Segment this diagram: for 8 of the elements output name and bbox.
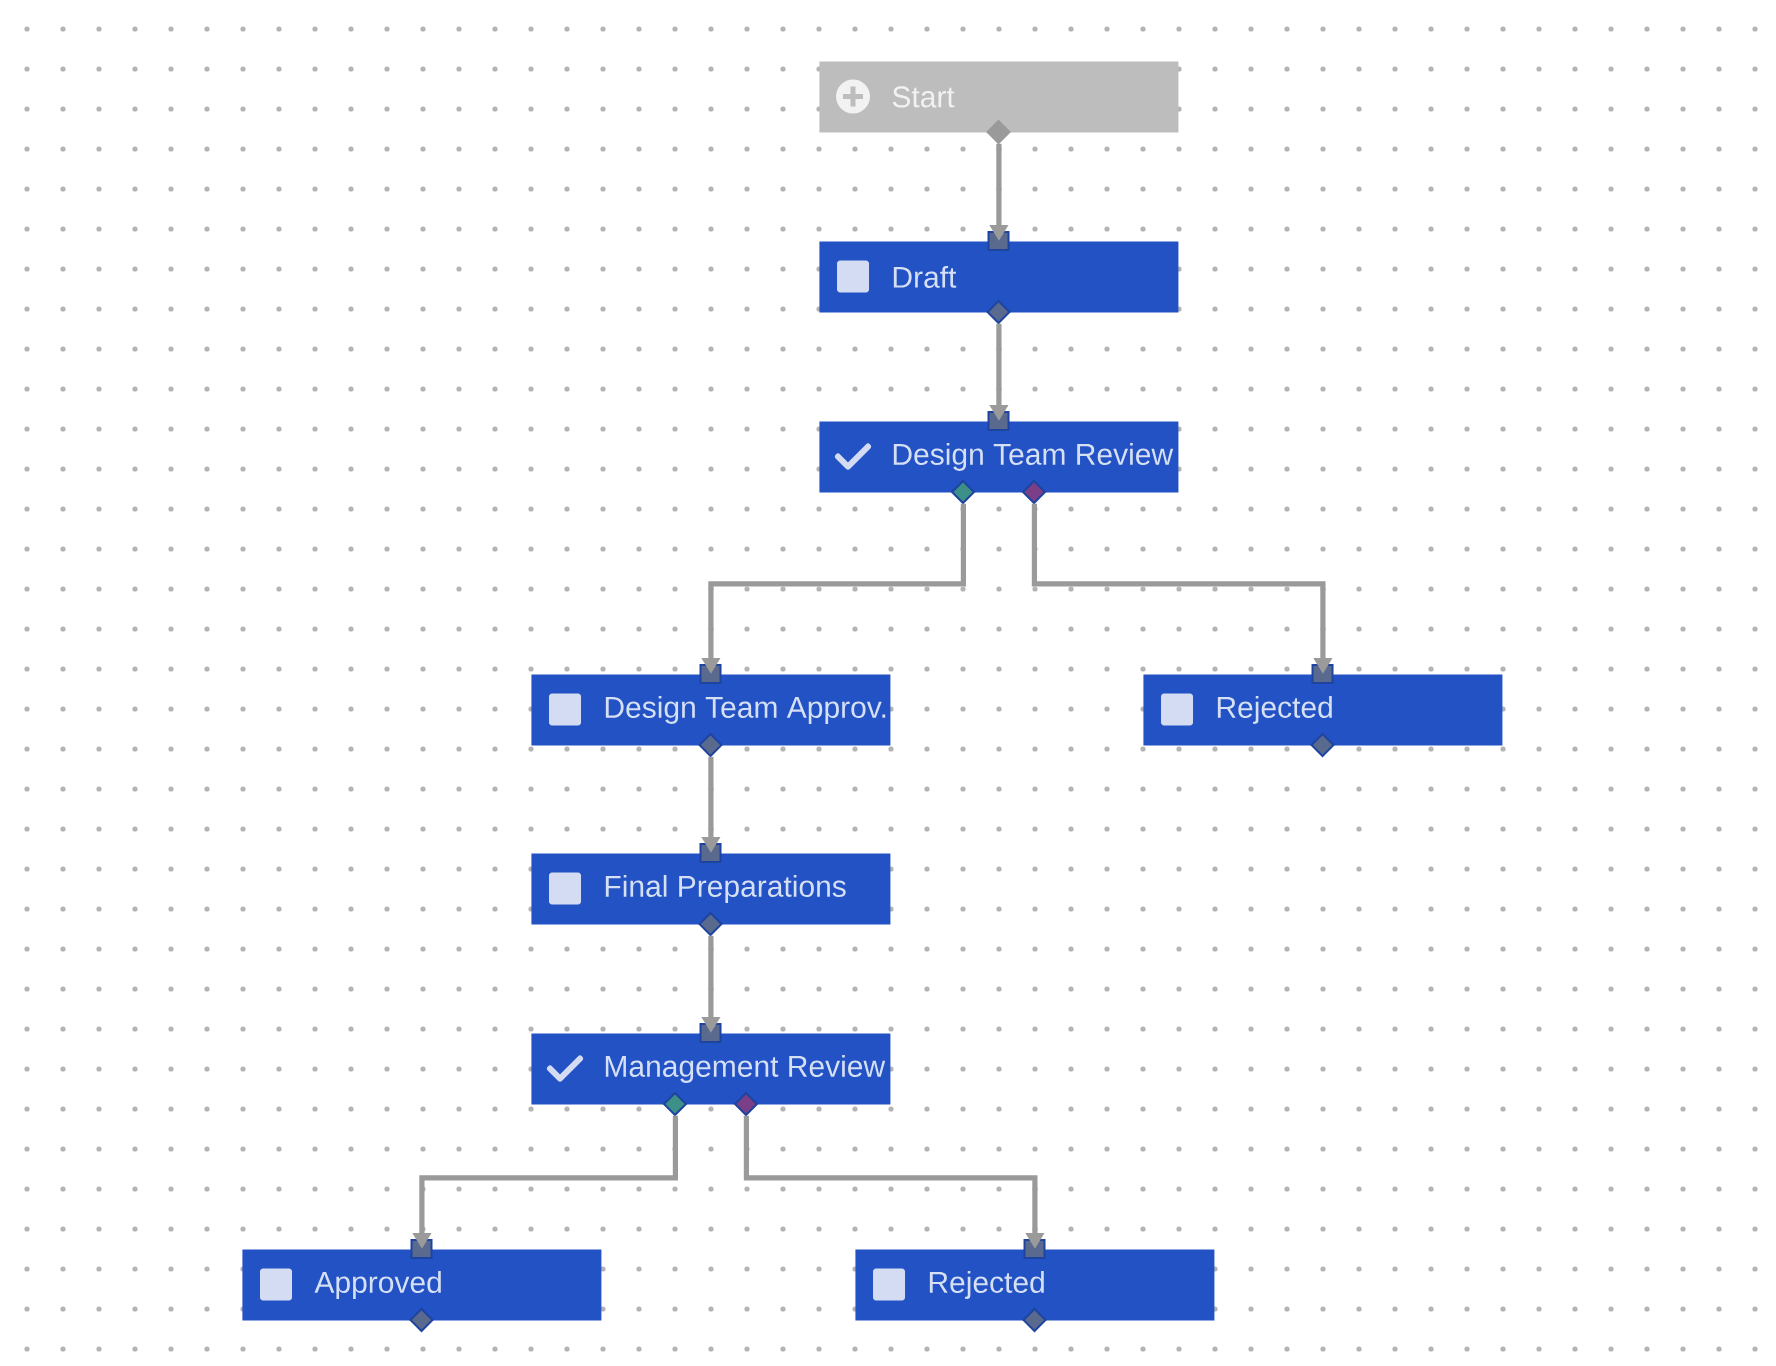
task-box: Design Team Approv. bbox=[531, 664, 891, 758]
task-box: Design Team Review bbox=[819, 411, 1179, 505]
task-box: Rejected bbox=[1143, 664, 1503, 758]
task-box: Rejected bbox=[855, 1239, 1215, 1333]
task-box: Draft bbox=[819, 231, 1179, 325]
task-box: Final Preparations bbox=[531, 843, 891, 937]
task-box: Management Review bbox=[531, 1023, 891, 1117]
task-box: Approved bbox=[242, 1239, 602, 1333]
